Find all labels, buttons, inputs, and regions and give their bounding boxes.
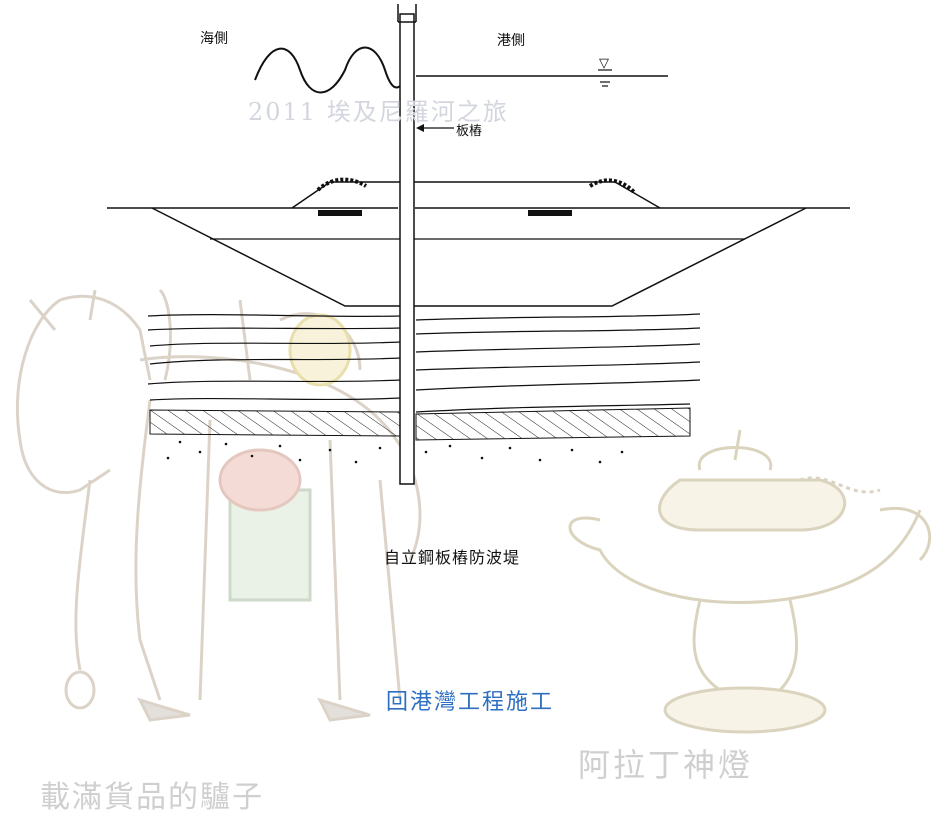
- trip-title-watermark: 2011 埃及尼羅河之旅: [248, 98, 509, 126]
- steel-sheet-pile: [397, 4, 417, 485]
- hatched-clay-layer-left: [149, 409, 401, 437]
- lamp-caption-watermark: 阿拉丁神燈: [578, 746, 754, 784]
- armor-left: [316, 177, 368, 192]
- hatched-clay-layer-right: [415, 407, 691, 441]
- harbor-side-label: 港側: [497, 33, 525, 49]
- replacement-zone: [151, 207, 807, 307]
- rubble-mound: [291, 181, 661, 209]
- lamp-watermark-drawing: [568, 429, 931, 734]
- block-left: [318, 210, 362, 216]
- sheet-pile-label: 板樁: [456, 124, 483, 139]
- sand-dots: [166, 440, 624, 464]
- sea-side-label: 海側: [200, 31, 228, 47]
- sea-wave: [254, 46, 409, 94]
- water-level-marker: [598, 69, 612, 87]
- diagram-caption: 自立鋼板樁防波堤: [384, 548, 521, 567]
- soil-strata: [147, 313, 701, 413]
- sheet-pile-arrowhead: [416, 124, 424, 132]
- water-level-symbol: ▽: [599, 56, 609, 71]
- back-to-harbor-construction-link[interactable]: 回港灣工程施工: [386, 690, 555, 715]
- block-right: [528, 210, 572, 216]
- donkey-caption-watermark: 載滿貨品的驢子: [40, 780, 264, 815]
- donkey-watermark-drawing: [15, 288, 422, 722]
